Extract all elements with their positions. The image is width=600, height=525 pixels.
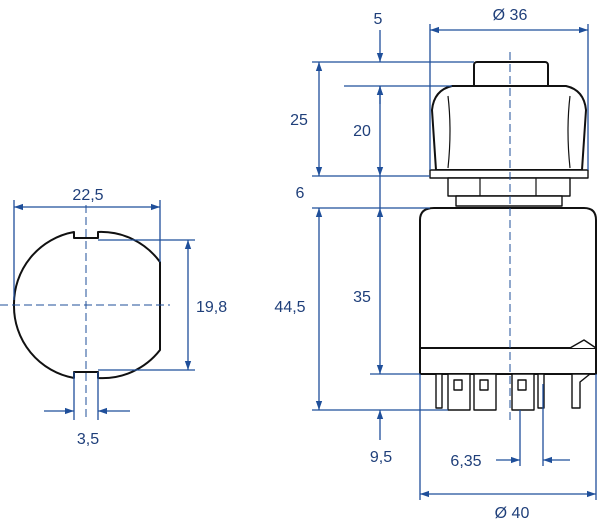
mounting-nut — [447, 177, 571, 197]
cutout-width-label: 22,5 — [72, 187, 103, 204]
terminal-length-label: 9,5 — [370, 449, 392, 466]
terminal-1-hole — [453, 379, 463, 391]
cap-height-label: 20 — [353, 123, 371, 140]
knob-cap-edge-left — [447, 95, 451, 169]
terminal-3-hole — [517, 379, 527, 391]
switch-base — [419, 347, 597, 375]
body-inner-label: 35 — [353, 289, 371, 306]
terminal-pitch-label: 6,35 — [450, 453, 481, 470]
key-width-label: 3,5 — [77, 431, 99, 448]
button-height-label: 5 — [374, 11, 383, 28]
panel-cutout-view: 22,5 19,8 3,5 — [0, 187, 227, 448]
terminal-2-hole — [479, 379, 489, 391]
switch-side-view: Ø 36 5 25 20 6 44,5 35 9,5 — [274, 7, 597, 522]
terminal-4 — [537, 373, 545, 409]
terminal-bar-1 — [435, 373, 443, 409]
switch-body — [419, 207, 597, 349]
knob-cap-edge-right — [567, 95, 571, 169]
knob-collar — [429, 169, 589, 179]
top-diameter-label: Ø 36 — [493, 7, 528, 24]
nut-gap-label: 6 — [296, 185, 305, 202]
nut-washer — [455, 195, 563, 207]
body-diameter-label: Ø 40 — [495, 505, 530, 522]
body-height-label: 44,5 — [274, 299, 305, 316]
knob-cap — [431, 85, 587, 171]
terminal-bent — [571, 373, 591, 409]
knob-height-label: 25 — [290, 112, 308, 129]
base-tab-right — [569, 339, 597, 349]
flat-height-label: 19,8 — [196, 299, 227, 316]
push-button — [473, 61, 549, 89]
